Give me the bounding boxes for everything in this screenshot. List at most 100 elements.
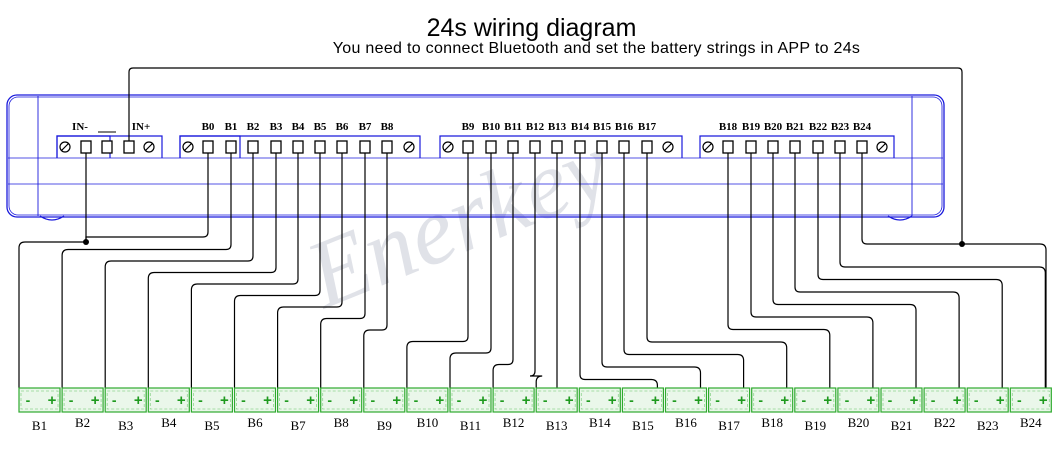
terminal-housing-in (56, 135, 163, 158)
minus-sign: - (1017, 392, 1022, 408)
connector-body (621, 387, 665, 413)
battery-label-18: B18 (761, 415, 783, 430)
wire-b23 (839, 153, 1046, 388)
plus-sign: + (91, 392, 100, 409)
battery-connector-6: -+B6 (233, 387, 277, 430)
terminal-b10 (485, 140, 497, 154)
battery-connector-15: -+B15 (621, 387, 665, 433)
connector-inner (494, 390, 533, 410)
terminal-housing (699, 135, 895, 158)
plus-sign: + (651, 392, 660, 409)
plus-sign: + (48, 392, 57, 409)
connector-body (406, 387, 449, 413)
terminal-b18 (722, 140, 734, 154)
battery-label-14: B14 (589, 415, 611, 430)
connector-body (1009, 387, 1052, 413)
connector-body (578, 387, 621, 413)
battery-connector-3: -+B3 (104, 387, 147, 433)
plus-sign: + (392, 392, 401, 409)
battery-label-1: B1 (32, 418, 47, 433)
battery-connector-11: -+B11 (449, 387, 492, 433)
plus-sign: + (910, 392, 919, 409)
plus-sign: + (996, 392, 1005, 409)
terminal-b23 (834, 140, 846, 154)
connector-inner (149, 390, 188, 410)
connector-body (233, 387, 277, 413)
minus-sign: - (69, 392, 74, 408)
label-terminal-b2: B2 (247, 121, 260, 133)
battery-label-13: B13 (546, 418, 568, 433)
wire-b8 (363, 153, 388, 388)
label-terminal-b7: B7 (359, 121, 372, 133)
plus-sign: + (953, 392, 962, 409)
terminal-b9 (462, 140, 474, 154)
battery-label-21: B21 (891, 418, 913, 433)
label-terminal-b18: B18 (719, 121, 738, 133)
connector-inner (710, 390, 748, 410)
wire-b16 (623, 153, 745, 388)
plus-sign: + (737, 392, 746, 409)
diagram-subtitle: You need to connect Bluetooth and set th… (332, 40, 861, 57)
minus-sign: - (888, 392, 893, 408)
battery-connector-8: -+B8 (320, 387, 363, 430)
label-terminal-b0: B0 (202, 121, 215, 133)
battery-connector-23: -+B23 (966, 387, 1009, 433)
label-terminal-b8: B8 (381, 121, 394, 133)
connector-inner (236, 390, 274, 410)
battery-connector-10: -+B10 (406, 387, 449, 430)
connector-inner (925, 390, 964, 410)
connector-inner (1011, 390, 1050, 410)
minus-sign: - (284, 392, 289, 408)
plus-sign: + (608, 392, 617, 409)
label-terminal-b12: B12 (526, 121, 545, 133)
battery-label-19: B19 (804, 418, 826, 433)
wire-b1 (61, 153, 232, 388)
connector-body (190, 387, 233, 413)
terminal-b19 (745, 140, 757, 154)
wire-b6 (277, 153, 343, 388)
label-in-plus: IN+ (132, 121, 151, 133)
terminal-b24 (856, 140, 868, 154)
wire-b2 (104, 153, 254, 388)
connector-body (449, 387, 492, 413)
minus-sign: - (586, 392, 591, 408)
minus-sign: - (758, 392, 763, 408)
connector-inner (279, 390, 318, 410)
connector-inner (968, 390, 1007, 410)
minus-sign: - (370, 392, 375, 408)
wire-b12 (529, 153, 543, 388)
wire-b7 (320, 153, 366, 388)
terminal-blank (101, 140, 113, 154)
label-terminal-b6: B6 (336, 121, 349, 133)
battery-label-20: B20 (848, 415, 870, 430)
terminal-housing (439, 135, 683, 158)
wire-b20 (772, 153, 917, 388)
terminal-b21 (789, 140, 801, 154)
battery-label-9: B9 (377, 418, 392, 433)
connector-inner (882, 390, 921, 410)
connector-body (535, 387, 578, 413)
connector-inner (624, 390, 662, 410)
battery-label-12: B12 (503, 415, 525, 430)
diagram-title: 24s wiring diagram (426, 14, 637, 42)
battery-connector-1: - +B1 (18, 387, 61, 433)
label-terminal-b3: B3 (270, 121, 283, 133)
minus-sign: - (629, 392, 634, 408)
battery-label-16: B16 (675, 415, 697, 430)
connector-body (320, 387, 363, 413)
plus-sign: + (134, 392, 143, 409)
terminal-in-minus (80, 140, 92, 154)
wire-b4 (190, 153, 299, 388)
board-outline (6, 94, 945, 218)
battery-label-4: B4 (161, 415, 177, 430)
screw-slot-icon (704, 143, 712, 151)
battery-connector-4: -+B4 (147, 387, 190, 430)
wire-b11 (492, 153, 514, 388)
minus-sign: - (26, 392, 31, 408)
minus-sign: - (112, 392, 117, 408)
screw-slot-icon (405, 143, 413, 151)
minus-sign: - (801, 392, 806, 408)
screw-slot-icon (145, 143, 153, 151)
connector-body (147, 387, 190, 413)
